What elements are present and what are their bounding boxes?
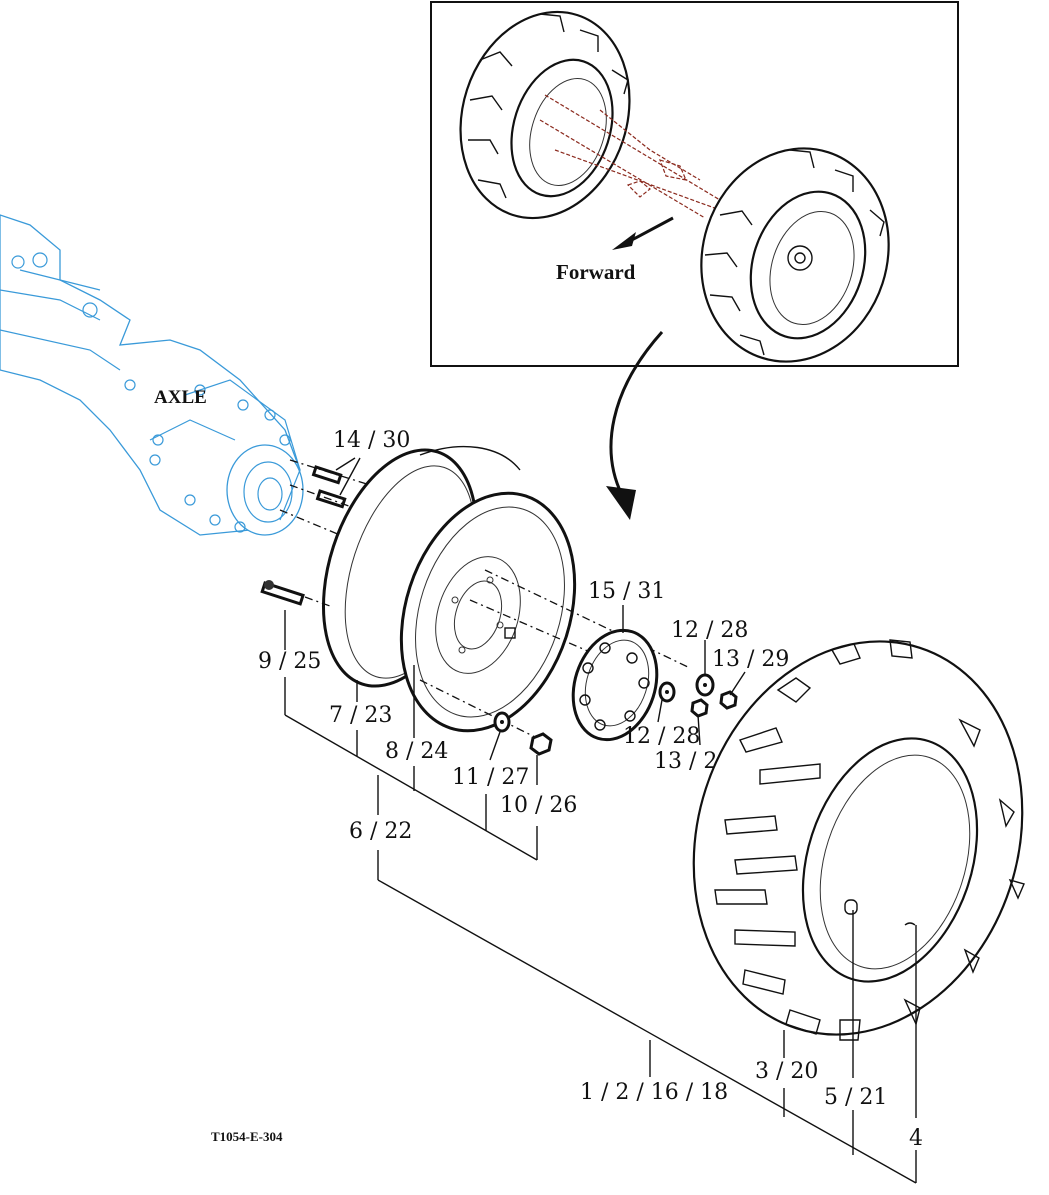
- callout-tire: 3 / 20: [755, 1059, 818, 1084]
- wheel-studs: [279, 457, 371, 536]
- inset-axle: [539, 94, 721, 219]
- callout-tire-wheel-assy: 1 / 2 / 16 / 18: [580, 1080, 728, 1105]
- callout-nut-upper: 13 / 29: [712, 647, 789, 672]
- alignment-lines: [419, 569, 691, 743]
- forward-arrow-icon: [612, 216, 674, 250]
- callout-washer-upper: 12 / 28: [671, 618, 748, 643]
- forward-label: Forward: [556, 260, 636, 284]
- callout-valve: 5 / 21: [824, 1085, 887, 1110]
- inset-right-tire: [700, 147, 890, 363]
- bolt: [260, 580, 331, 607]
- nut-upper: [719, 690, 738, 710]
- callout-rim: 7 / 23: [329, 703, 392, 728]
- callout-disc: 8 / 24: [385, 739, 448, 764]
- washer: [493, 711, 511, 733]
- callout-nut: 10 / 26: [500, 793, 577, 818]
- valve: [844, 899, 858, 915]
- curved-pointer-arrow-icon: [606, 330, 664, 520]
- inset-overview: Forward: [430, 1, 959, 367]
- drawing-code: T1054-E-304: [211, 1129, 283, 1144]
- callout-bolt: 9 / 25: [258, 649, 321, 674]
- washer-upper: [695, 673, 715, 697]
- nut-lower: [690, 698, 709, 718]
- axle-assembly: AXLE: [0, 214, 304, 536]
- wheel-cap: [571, 628, 659, 742]
- callout-wheel-cap: 15 / 31: [588, 579, 665, 604]
- inset-left-tire: [459, 10, 631, 220]
- washer-lower: [658, 681, 676, 703]
- axle-label: AXLE: [154, 387, 207, 408]
- callout-washer: 11 / 27: [452, 765, 529, 790]
- leader-lines: [284, 665, 917, 1184]
- tire: [692, 639, 1025, 1041]
- wheel-disc: [399, 491, 577, 733]
- nut: [529, 732, 553, 756]
- callout-washer-lower: 12 / 28: [623, 724, 700, 749]
- callout-studs: 14 / 30: [333, 428, 410, 453]
- callout-tube: 4: [909, 1126, 923, 1151]
- callout-wheel-assy: 6 / 22: [349, 819, 412, 844]
